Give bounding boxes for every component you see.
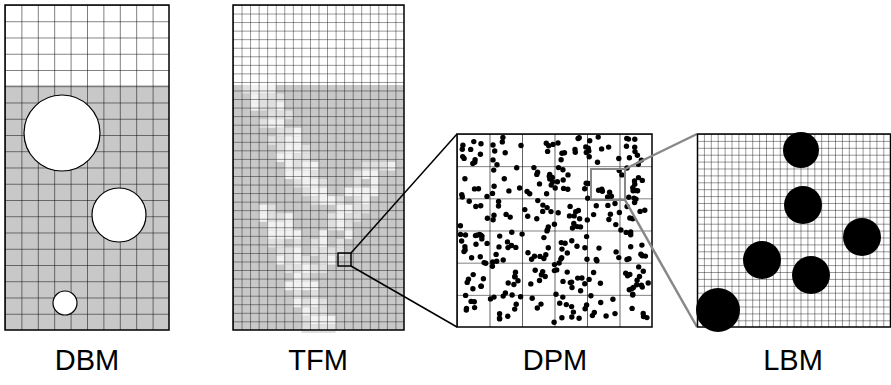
tfm-panel xyxy=(233,5,404,333)
zoom-line xyxy=(351,266,457,327)
method-label: DBM xyxy=(55,346,119,375)
dbm-panel xyxy=(5,5,169,330)
method-label: TFM xyxy=(288,346,348,375)
zoom-line xyxy=(625,134,697,169)
zoom-line xyxy=(625,200,697,327)
dpm-panel xyxy=(457,134,652,327)
zoom-line xyxy=(351,134,457,253)
method-label: DPM xyxy=(523,346,587,375)
method-label: LBM xyxy=(763,346,823,375)
lbm-panel xyxy=(696,132,891,332)
